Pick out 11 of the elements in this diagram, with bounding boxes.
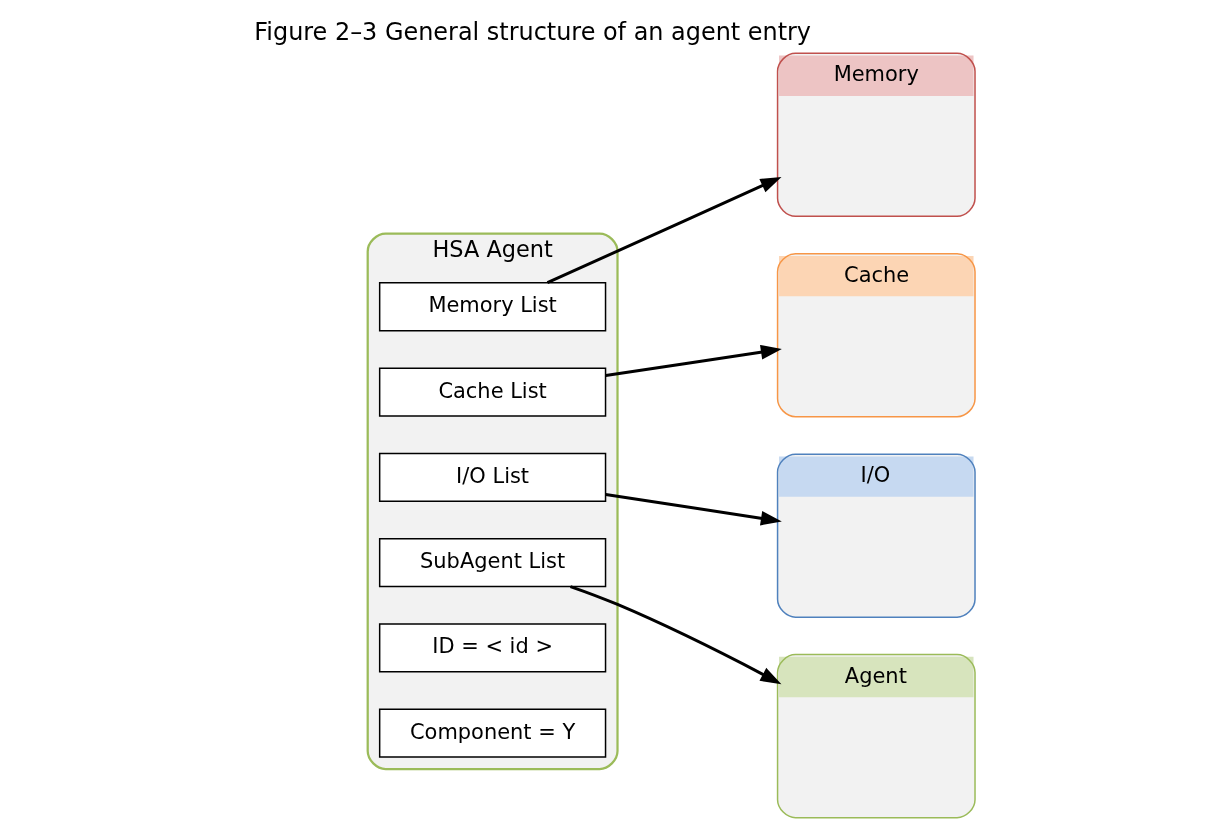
arrow	[605, 492, 782, 526]
node-box: ID = < id >	[378, 623, 607, 673]
node-box: Memory List	[378, 282, 607, 332]
arrow	[569, 585, 782, 685]
node-box: Component = Y	[378, 708, 607, 758]
node-box: I/O List	[378, 452, 607, 502]
node-box: Cache List	[378, 367, 607, 417]
node-box: SubAgent List	[378, 537, 607, 588]
arrow	[605, 344, 782, 377]
diagram-title: Figure 2–3 General structure of an agent entry	[254, 17, 812, 46]
arrow	[546, 176, 782, 285]
